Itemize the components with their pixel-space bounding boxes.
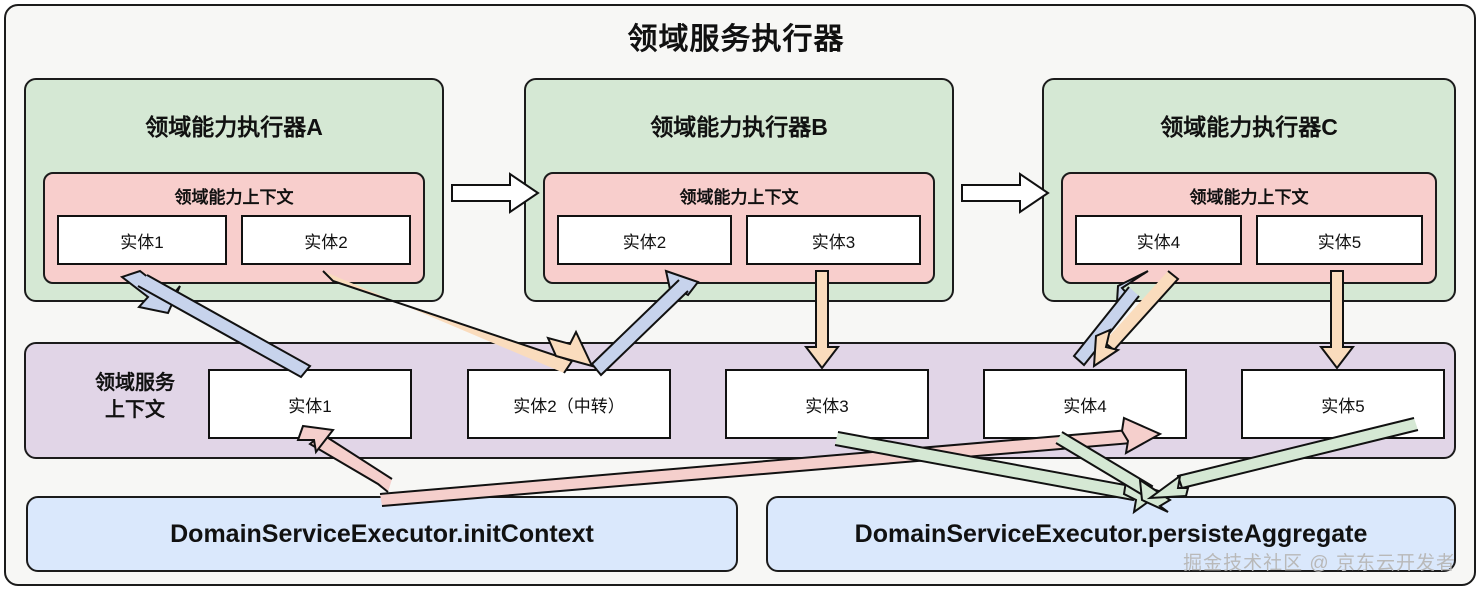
capability-c-entity-list: 实体4 实体5	[1075, 215, 1423, 265]
cap-c-entity-4[interactable]: 实体4	[1075, 215, 1242, 265]
cap-a-entity-1[interactable]: 实体1	[57, 215, 227, 265]
capability-context-a: 领域能力上下文 实体1 实体2	[43, 172, 425, 284]
capability-context-c-title: 领域能力上下文	[1189, 188, 1309, 207]
capability-context-b-title: 领域能力上下文	[679, 188, 799, 207]
domain-service-context-label-line2: 上下文	[105, 399, 165, 421]
capability-context-a-title: 领域能力上下文	[174, 188, 294, 207]
service-entity-1[interactable]: 实体1	[208, 369, 412, 439]
capability-b-entity-list: 实体2 实体3	[557, 215, 921, 265]
executor-a-title: 领域能力执行器A	[145, 114, 323, 140]
service-entity-3[interactable]: 实体3	[725, 369, 929, 439]
domain-service-context-label-line1: 领域服务	[95, 372, 175, 394]
executor-card-b: 领域能力执行器B 领域能力上下文 实体2 实体3	[524, 78, 954, 302]
cap-b-entity-2[interactable]: 实体2	[557, 215, 732, 265]
service-entity-4[interactable]: 实体4	[983, 369, 1187, 439]
method-box-persist-aggregate[interactable]: DomainServiceExecutor.persisteAggregate	[766, 496, 1456, 572]
capability-context-c: 领域能力上下文 实体4 实体5	[1061, 172, 1437, 284]
service-entity-2[interactable]: 实体2（中转）	[467, 369, 671, 439]
capability-context-b: 领域能力上下文 实体2 实体3	[543, 172, 935, 284]
cap-c-entity-5[interactable]: 实体5	[1256, 215, 1423, 265]
watermark: 掘金技术社区 @ 京东云开发者	[1183, 553, 1456, 574]
page-title: 领域服务执行器	[627, 23, 845, 56]
cap-a-entity-2[interactable]: 实体2	[241, 215, 411, 265]
executor-c-title: 领域能力执行器C	[1160, 114, 1338, 140]
capability-a-entity-list: 实体1 实体2	[57, 215, 411, 265]
service-entity-5[interactable]: 实体5	[1241, 369, 1445, 439]
domain-service-context: 领域服务 上下文 实体1 实体2（中转） 实体3 实体4 实体5	[24, 342, 1456, 459]
executor-card-c: 领域能力执行器C 领域能力上下文 实体4 实体5	[1042, 78, 1456, 302]
method-box-init-context[interactable]: DomainServiceExecutor.initContext	[26, 496, 738, 572]
cap-b-entity-3[interactable]: 实体3	[746, 215, 921, 265]
domain-service-context-label: 领域服务 上下文	[60, 370, 210, 424]
executor-card-a: 领域能力执行器A 领域能力上下文 实体1 实体2	[24, 78, 444, 302]
executor-b-title: 领域能力执行器B	[650, 114, 828, 140]
